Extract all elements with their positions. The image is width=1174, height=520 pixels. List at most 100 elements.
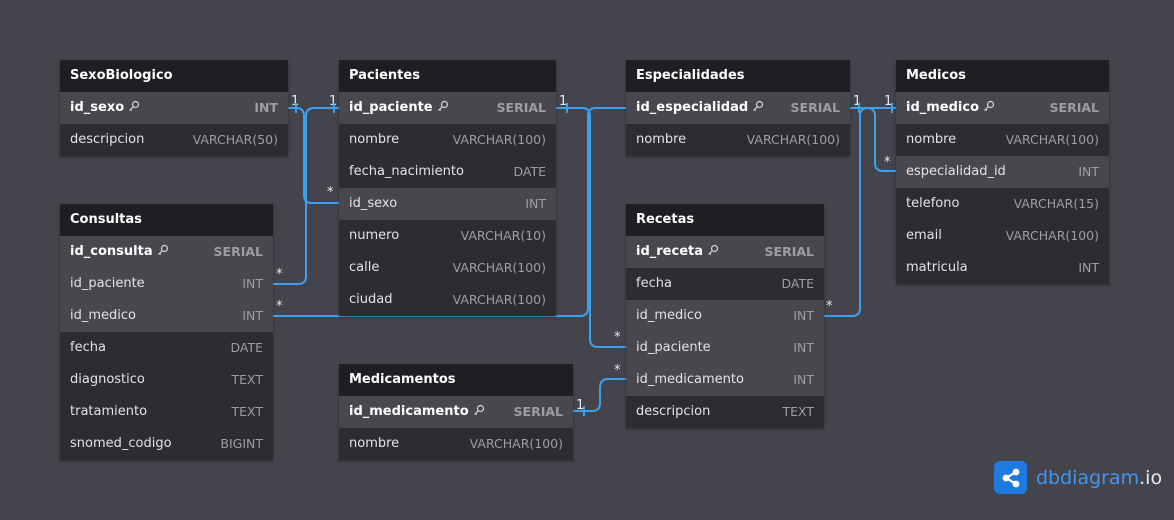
table-header[interactable]: Medicos [896,60,1109,92]
cardinality-many-label: * [884,155,891,170]
field-name-cell: id_consulta [70,236,169,268]
field-name-cell: id_paciente [636,332,711,364]
field-name-cell: numero [349,220,399,252]
field-type: VARCHAR(50) [192,132,278,147]
cardinality-many-label: * [614,363,621,378]
field-row-id-medicamento[interactable]: id_medicamento SERIAL [339,396,573,428]
field-name: tratamiento [70,404,148,419]
field-type: SERIAL [513,404,563,419]
logo-name: dbdiagram [1036,466,1140,489]
field-name-cell: nombre [349,428,399,460]
key-icon [433,100,449,115]
field-name-cell: descripcion [636,396,710,428]
field-type: VARCHAR(100) [452,292,546,307]
cardinality-one-label: 1 [576,398,584,413]
field-row-tratamiento[interactable]: tratamiento TEXT [60,396,273,428]
field-type: INT [793,372,814,387]
field-name: id_medicamento [349,404,469,419]
table-header[interactable]: Pacientes [339,60,556,92]
field-name-cell: id_medicamento [636,364,744,396]
field-name: nombre [636,132,687,147]
relationship-line[interactable] [273,107,339,285]
field-name-cell: ciudad [349,284,392,316]
field-row-nombre[interactable]: nombre VARCHAR(100) [339,428,573,460]
relationship-line[interactable] [573,378,626,412]
table-medicamentos[interactable]: Medicamentos id_medicamento SERIAL nombre V… [339,364,573,460]
field-name: descripcion [636,404,711,419]
relationship-line[interactable] [850,107,896,172]
field-name: id_consulta [70,244,153,259]
field-name-cell: nombre [636,124,686,156]
table-header[interactable]: Recetas [626,204,824,236]
field-type: SERIAL [496,100,546,115]
field-name-cell: id_medico [636,300,702,332]
field-name: id_medico [906,100,980,115]
table-header[interactable]: SexoBiologico [60,60,288,92]
field-name-cell: id_sexo [349,188,397,220]
field-type: TEXT [231,404,263,419]
cardinality-one-label: 1 [329,94,337,109]
cardinality-many-label: * [826,299,833,314]
table-header[interactable]: Especialidades [626,60,850,92]
table-header[interactable]: Medicamentos [339,364,573,396]
key-icon [748,100,764,115]
field-type: VARCHAR(100) [1005,132,1099,147]
field-name-cell: fecha [636,268,672,300]
field-type: VARCHAR(100) [469,436,563,451]
field-row-id-medicamento[interactable]: id_medicamento INT [626,364,824,396]
dbdiagram-logo[interactable]: dbdiagram.io [994,461,1162,494]
field-name: diagnostico [70,372,145,387]
field-row-ciudad[interactable]: ciudad VARCHAR(100) [339,284,556,316]
cardinality-one-label: 1 [853,94,861,109]
field-name-cell: diagnostico [70,364,145,396]
relationship-line[interactable] [288,107,339,204]
key-icon [703,244,719,259]
field-name-cell: matricula [906,252,968,284]
key-icon [979,100,995,115]
share-icon [994,461,1027,494]
relationship-line[interactable] [273,107,626,317]
table-header[interactable]: Consultas [60,204,273,236]
field-row-id-sexo[interactable]: id_sexo INT [339,188,556,220]
field-row-id-paciente[interactable]: id_paciente SERIAL [339,92,556,124]
field-type: INT [525,196,546,211]
relationship-line[interactable] [556,107,626,348]
field-name-cell: id_paciente [349,92,449,124]
field-name: especialidad_id [906,164,1006,179]
field-name: id_medico [70,308,136,323]
field-name: snomed_codigo [70,436,172,451]
field-name-cell: id_medico [70,300,136,332]
